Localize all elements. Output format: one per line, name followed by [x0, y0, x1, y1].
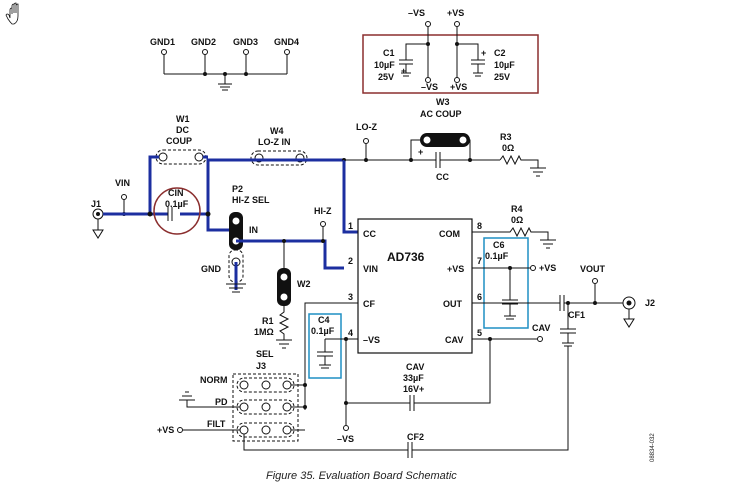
svg-text:0.1µF: 0.1µF [311, 326, 335, 336]
svg-text:6: 6 [477, 292, 482, 302]
svg-text:1MΩ: 1MΩ [254, 327, 274, 337]
ground-pins: GND1 GND2 GND3 GND4 [150, 37, 299, 91]
neg-vs-top: –VS [408, 8, 425, 18]
svg-text:NORM: NORM [200, 375, 228, 385]
svg-text:R1: R1 [262, 316, 274, 326]
svg-text:16V+: 16V+ [403, 384, 424, 394]
svg-text:+VS: +VS [157, 425, 174, 435]
w1-label: W1 [176, 114, 190, 124]
svg-text:0Ω: 0Ω [502, 143, 514, 153]
svg-text:CC: CC [436, 172, 449, 182]
svg-text:CF1: CF1 [568, 310, 585, 320]
svg-text:COM: COM [439, 229, 460, 239]
svg-text:PD: PD [215, 397, 228, 407]
input-section: W1 DC COUP W4 LO-Z IN J1 VIN CIN 0.1µF P… [91, 114, 344, 349]
svg-text:+: + [481, 48, 486, 58]
svg-text:GND: GND [201, 264, 222, 274]
side-code: 08834-032 [650, 433, 656, 462]
gnd2-label: GND2 [191, 37, 216, 47]
gnd1-label: GND1 [150, 37, 175, 47]
svg-text:0.1µF: 0.1µF [165, 199, 189, 209]
c2-label: C2 [494, 48, 506, 58]
w3-label: W3 [436, 97, 450, 107]
svg-text:+: + [418, 147, 423, 157]
supply-decoupling: –VS +VS C1 10µF 25V + C2 10µF 25V + –VS … [362, 8, 539, 94]
svg-text:R4: R4 [511, 204, 523, 214]
gnd3-label: GND3 [233, 37, 258, 47]
svg-text:C6: C6 [493, 240, 505, 250]
svg-text:CC: CC [363, 229, 376, 239]
svg-text:HI-Z SEL: HI-Z SEL [232, 195, 270, 205]
loz-label: LO-Z [356, 122, 377, 132]
vout-label: VOUT [580, 264, 606, 274]
svg-text:+VS: +VS [539, 263, 556, 273]
c4-highlight [308, 313, 342, 379]
svg-text:R3: R3 [500, 132, 512, 142]
filter-section: C4 0.1µF CAV 33µF 16V+ –VS SEL J3 NORM P… [157, 302, 569, 458]
p2-label: P2 [232, 184, 243, 194]
hiz-label: HI-Z [314, 206, 332, 216]
svg-text:10µF: 10µF [374, 60, 395, 70]
svg-text:CF: CF [363, 299, 375, 309]
vin-label: VIN [115, 178, 130, 188]
output-section: R4 0Ω C6 0.1µF +VS CF1 VOUT J2 CAV [472, 204, 655, 347]
svg-text:25V: 25V [378, 72, 394, 82]
pos-vs-top: +VS [447, 8, 464, 18]
hand-cursor-icon [5, 2, 19, 25]
svg-text:0.1µF: 0.1µF [485, 251, 509, 261]
svg-text:+VS: +VS [447, 264, 464, 274]
svg-text:–VS: –VS [337, 434, 354, 444]
j2-label: J2 [645, 298, 655, 308]
svg-text:1: 1 [348, 221, 353, 231]
svg-text:7: 7 [477, 256, 482, 266]
svg-text:C4: C4 [318, 315, 330, 325]
c6-highlight [483, 237, 529, 329]
supply-box [362, 34, 539, 94]
svg-text:–VS: –VS [421, 82, 438, 92]
w4-label: W4 [270, 126, 284, 136]
svg-text:3: 3 [348, 292, 353, 302]
svg-text:AC COUP: AC COUP [420, 109, 462, 119]
svg-text:DC: DC [176, 125, 189, 135]
svg-text:2: 2 [348, 256, 353, 266]
cin-highlight [153, 187, 201, 235]
gnd4-label: GND4 [274, 37, 299, 47]
svg-text:CF2: CF2 [407, 432, 424, 442]
svg-text:+VS: +VS [450, 82, 467, 92]
cin-label: CIN [168, 188, 184, 198]
ad736-ic: AD736 CC VIN CF –VS COM +VS OUT CAV 1 2 … [348, 218, 482, 354]
svg-text:VIN: VIN [363, 264, 378, 274]
figure-caption: Figure 35. Evaluation Board Schematic [266, 470, 457, 482]
svg-text:5: 5 [477, 328, 482, 338]
svg-text:+: + [401, 66, 406, 76]
input-trace [103, 158, 344, 216]
svg-text:OUT: OUT [443, 299, 463, 309]
svg-text:25V: 25V [494, 72, 510, 82]
ic-name: AD736 [387, 250, 425, 264]
svg-text:4: 4 [348, 328, 353, 338]
j3-label: J3 [256, 361, 266, 371]
svg-text:LO-Z IN: LO-Z IN [258, 137, 291, 147]
svg-text:33µF: 33µF [403, 373, 424, 383]
svg-text:10µF: 10µF [494, 60, 515, 70]
svg-text:IN: IN [249, 225, 258, 235]
coupling-branch: LO-Z + CC W3 AC COUP R3 0Ω [342, 97, 546, 234]
svg-text:0Ω: 0Ω [511, 215, 523, 225]
svg-text:CAV: CAV [532, 323, 550, 333]
j1-label: J1 [91, 199, 101, 209]
ground-icon [218, 83, 232, 91]
sel-label: SEL [256, 349, 274, 359]
svg-text:COUP: COUP [166, 136, 192, 146]
cav-label: CAV [406, 362, 424, 372]
svg-text:–VS: –VS [363, 335, 380, 345]
svg-text:8: 8 [477, 221, 482, 231]
c1-label: C1 [383, 48, 395, 58]
svg-text:W2: W2 [297, 279, 311, 289]
svg-text:FILT: FILT [207, 419, 226, 429]
svg-text:CAV: CAV [445, 335, 463, 345]
